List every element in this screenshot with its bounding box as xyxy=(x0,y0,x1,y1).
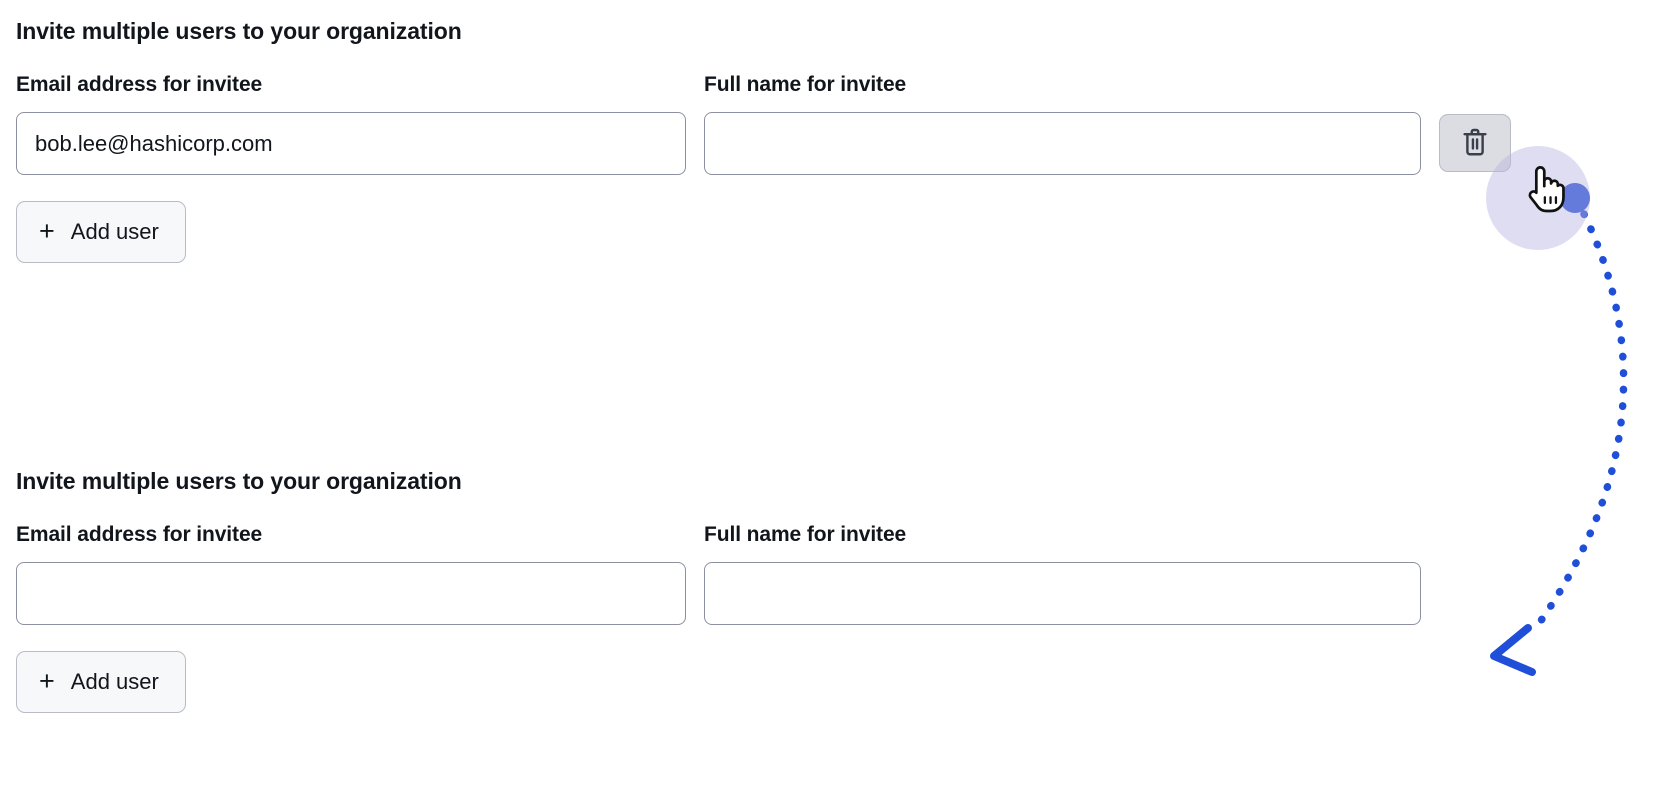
name-field-label: Full name for invitee xyxy=(704,523,907,546)
section-heading: Invite multiple users to your organizati… xyxy=(16,18,462,44)
field-row: Email address for invitee Full name for … xyxy=(16,522,1616,625)
email-input[interactable] xyxy=(16,562,686,625)
name-field-label: Full name for invitee xyxy=(704,73,907,96)
plus-icon: + xyxy=(39,665,55,696)
name-field-group: Full name for invitee xyxy=(704,522,1421,625)
delete-row-button[interactable] xyxy=(1439,114,1511,172)
add-user-button-label: Add user xyxy=(70,669,159,694)
plus-icon: + xyxy=(39,215,55,246)
email-field-group: Email address for invitee xyxy=(16,522,686,625)
name-field-group: Full name for invitee xyxy=(704,72,1421,175)
field-row: Email address for invitee Full name for … xyxy=(16,72,1616,175)
email-field-label: Email address for invitee xyxy=(16,73,263,96)
add-user-button-label: Add user xyxy=(70,219,159,244)
invite-section-1: Invite multiple users to your organizati… xyxy=(16,16,1616,263)
name-input[interactable] xyxy=(704,112,1421,175)
email-field-label: Email address for invitee xyxy=(16,523,263,546)
add-user-button[interactable]: + Add user xyxy=(16,201,186,263)
trash-icon xyxy=(1461,127,1489,160)
add-user-button[interactable]: + Add user xyxy=(16,651,186,713)
invite-section-2: Invite multiple users to your organizati… xyxy=(16,466,1616,713)
section-heading: Invite multiple users to your organizati… xyxy=(16,468,462,494)
email-input[interactable] xyxy=(16,112,686,175)
name-input[interactable] xyxy=(704,562,1421,625)
email-field-group: Email address for invitee xyxy=(16,72,686,175)
